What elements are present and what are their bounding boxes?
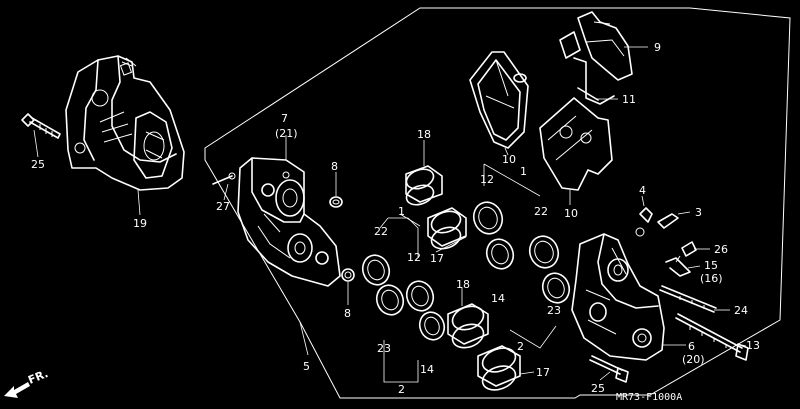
callout-7: 7 [281, 112, 288, 125]
caliper-body-right [571, 233, 665, 361]
callout-18-upper: 18 [417, 128, 431, 141]
callout-5: 5 [303, 360, 310, 373]
pin-27 [212, 172, 236, 185]
figure-code: MR73-F1000A [616, 392, 682, 403]
brake-pad-upper [469, 51, 529, 149]
assembly-frame [204, 7, 791, 399]
callout-16: (16) [700, 272, 723, 285]
screw-3 [657, 213, 679, 229]
piston-upper-18 [405, 165, 443, 206]
callout-13: 13 [746, 339, 760, 352]
callout-18-lower: 18 [456, 278, 470, 291]
callout-14-right: 14 [491, 292, 505, 305]
callout-14-left: 14 [420, 363, 434, 376]
clip-15 [665, 257, 691, 277]
bolt-13 [675, 313, 749, 361]
pad-spring-9 [559, 11, 633, 81]
callout-4: 4 [639, 184, 646, 197]
assembled-caliper [65, 55, 185, 191]
front-direction-label: FR. [26, 367, 50, 387]
callout-15: 15 [704, 259, 718, 272]
callout-26: 26 [714, 243, 728, 256]
callout-22-left: 22 [374, 225, 388, 238]
callout-27: 27 [216, 200, 230, 213]
callout-20: (20) [682, 353, 705, 366]
leader-lines [33, 46, 747, 383]
bleeder-upper [329, 196, 343, 208]
pin-24 [659, 285, 717, 313]
callout-10-upper: 10 [502, 153, 516, 166]
callout-1-right: 1 [520, 165, 527, 178]
piston-lower-18 [447, 303, 489, 349]
callout-8-upper: 8 [331, 160, 338, 173]
callout-3: 3 [695, 206, 702, 219]
piston-lower-17 [477, 345, 521, 391]
callout-labels: 9 11 10 10 7 (21) 8 8 18 18 1 1 12 12 22… [31, 41, 760, 396]
callout-21: (21) [275, 127, 298, 140]
callout-25-right: 25 [591, 382, 605, 395]
caliper-body-left [237, 157, 341, 287]
callout-24: 24 [734, 304, 748, 317]
front-direction-arrow: FR. [4, 367, 50, 398]
callout-2-right: 2 [517, 340, 524, 353]
bolt-left [21, 113, 61, 139]
nut-26 [675, 241, 697, 263]
callout-2-left: 2 [398, 383, 405, 396]
callout-22-right: 22 [534, 205, 548, 218]
bleeder-lower [341, 268, 355, 282]
callout-12-left: 12 [407, 251, 421, 264]
callout-25-left: 25 [31, 158, 45, 171]
bleeder-4 [635, 207, 653, 237]
callout-17-lower: 17 [536, 366, 550, 379]
pad-retainer-11 [573, 57, 615, 105]
seal-rings [361, 201, 571, 341]
callout-6: 6 [688, 340, 695, 353]
callout-23-left: 23 [377, 342, 391, 355]
callout-11: 11 [622, 93, 636, 106]
callout-23-right: 23 [547, 304, 561, 317]
callout-12-right: 12 [480, 173, 494, 186]
callout-1-left: 1 [398, 205, 405, 218]
brake-pad-lower [539, 97, 613, 191]
bolt-right [589, 355, 629, 383]
callout-19: 19 [133, 217, 147, 230]
callout-10-lower: 10 [564, 207, 578, 220]
piston-upper-17 [427, 207, 467, 250]
callout-8-lower: 8 [344, 307, 351, 320]
callout-9: 9 [654, 41, 661, 54]
callout-17-upper: 17 [430, 252, 444, 265]
